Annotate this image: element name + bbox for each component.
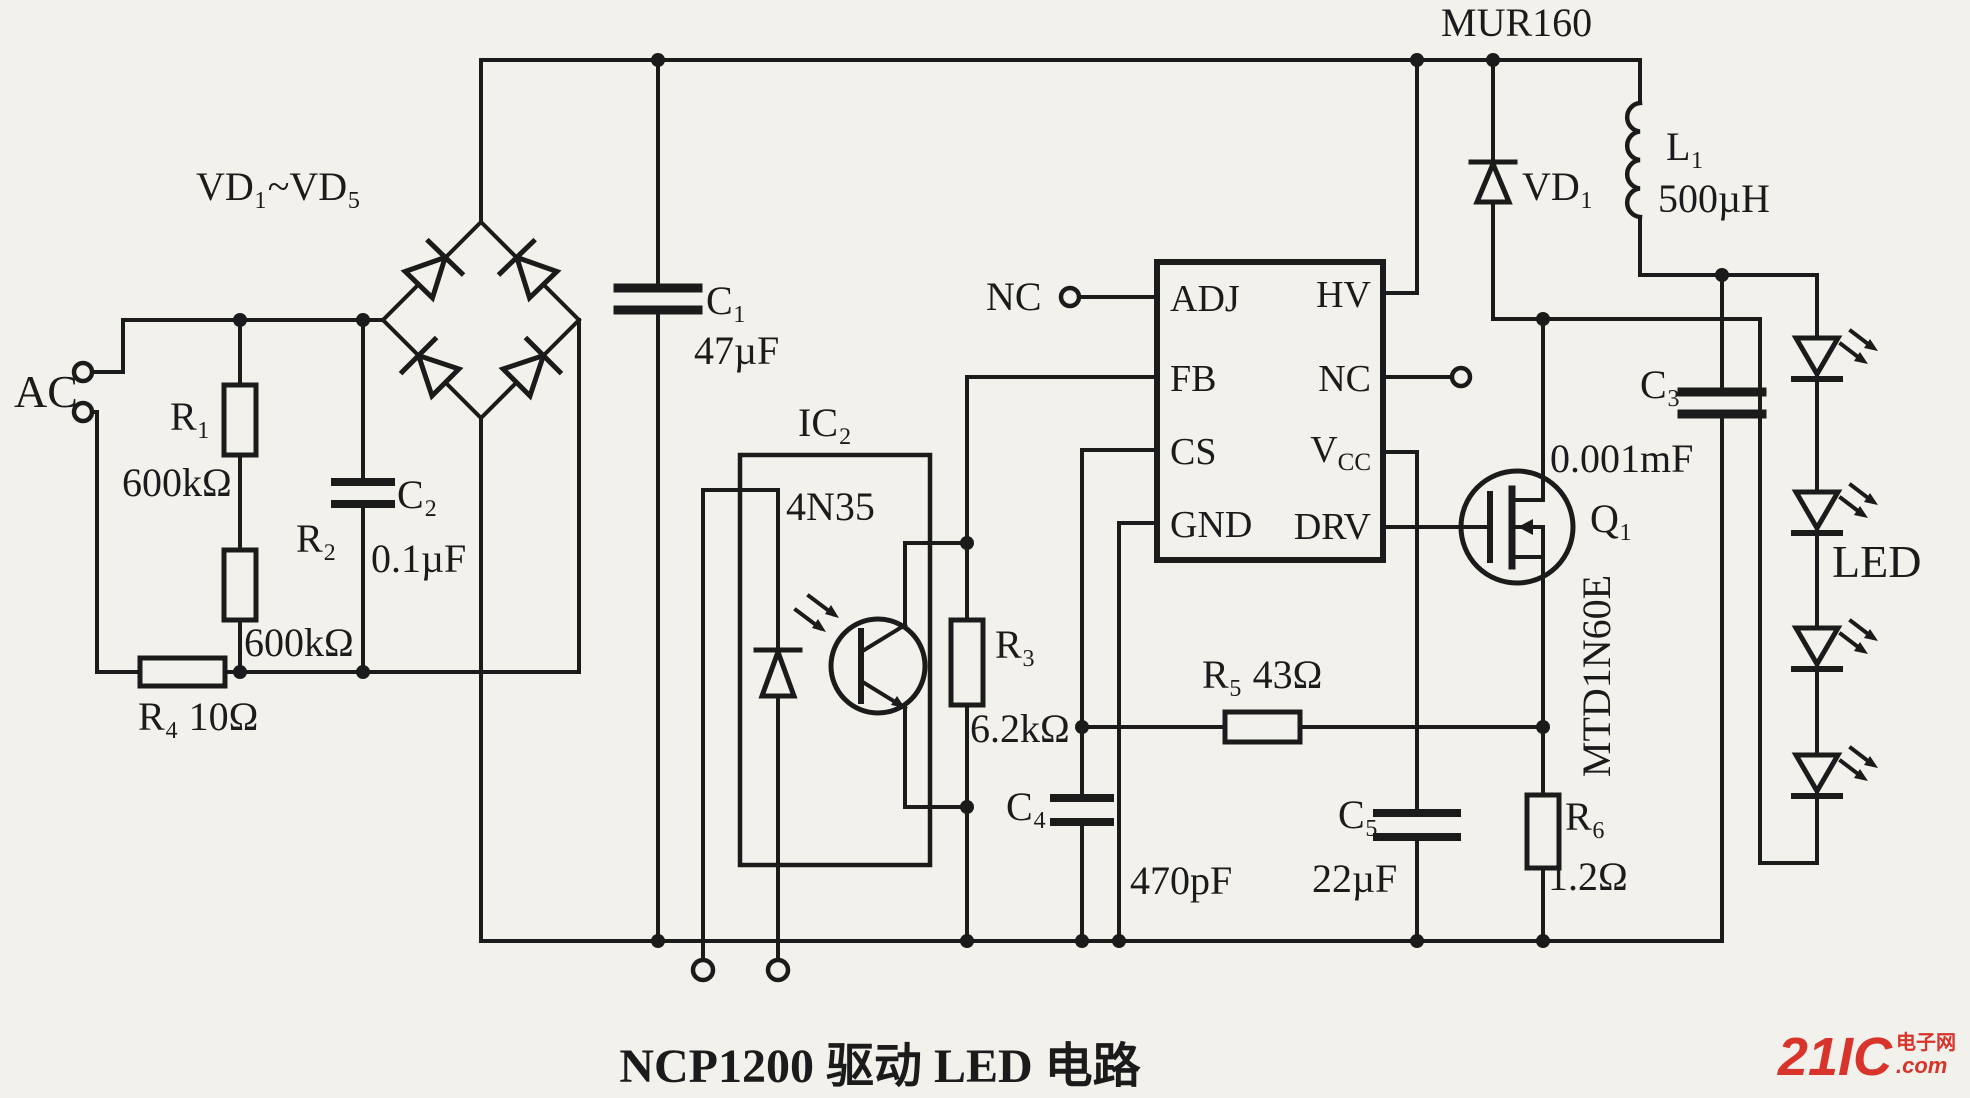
label-r3: R₃ xyxy=(995,622,1036,667)
label-ac: AC xyxy=(14,366,78,417)
label-vd1: VD₁ xyxy=(1522,164,1594,209)
label-r2: R₂ xyxy=(296,516,337,561)
pin-adj: ADJ xyxy=(1170,278,1240,320)
label-r6-value: 1.2Ω xyxy=(1548,854,1628,899)
opto-transistor-icon xyxy=(828,541,969,809)
label-led: LED xyxy=(1832,536,1922,587)
led-icon xyxy=(1791,618,1878,672)
bridge-diode-icon xyxy=(498,335,564,401)
bridge-rectifier xyxy=(380,219,582,421)
optocoupler-ic2 xyxy=(690,452,969,983)
watermark-tag: 电子网 xyxy=(1896,1032,1956,1054)
pin-drv: DRV xyxy=(1293,506,1371,548)
resistor-r1 xyxy=(221,318,259,552)
pin-gnd: GND xyxy=(1170,504,1253,546)
resistor-r6 xyxy=(1524,725,1562,943)
resistor-r2 xyxy=(221,547,259,674)
label-r4: R₄ 10Ω xyxy=(138,694,259,739)
label-c4: C₄ xyxy=(1006,784,1047,829)
label-c4-value: 470pF xyxy=(1130,858,1233,903)
label-c2-value: 0.1µF xyxy=(371,536,467,581)
label-q1: Q₁ xyxy=(1590,496,1633,541)
resistor-r5 xyxy=(1080,709,1545,745)
label-l1: L₁ xyxy=(1666,124,1705,169)
led-icon xyxy=(1791,745,1878,799)
pin-vcc-sub: CC xyxy=(1337,449,1371,476)
capacitor-c2 xyxy=(331,318,395,674)
resistor-r3 xyxy=(948,375,1159,943)
bridge-diode-icon xyxy=(400,237,466,303)
hv-wire xyxy=(1381,58,1419,295)
dc-plus-rail xyxy=(479,58,1642,224)
capacitor-c5 xyxy=(1373,450,1461,943)
ground-rail xyxy=(479,416,1724,943)
label-c2: C₂ xyxy=(397,472,438,517)
mosfet-q1-icon xyxy=(1458,317,1576,729)
pin-nc: NC xyxy=(1318,358,1371,400)
light-arrows-icon xyxy=(793,593,839,632)
pin-fb: FB xyxy=(1170,358,1217,400)
pin-vcc-main: V xyxy=(1310,429,1338,471)
pin-vcc: VCC xyxy=(1255,428,1371,477)
watermark-logo: 21IC 电子网 .com xyxy=(1778,1030,1956,1084)
capacitor-c3 xyxy=(1677,273,1767,943)
label-r1-value: 600kΩ xyxy=(122,460,232,505)
capacitor-c4 xyxy=(1050,448,1159,943)
label-r1: R₁ xyxy=(170,394,211,439)
led-icon xyxy=(1791,482,1878,536)
label-c5: C₅ xyxy=(1338,792,1379,837)
led-string xyxy=(1758,273,1878,865)
label-bridge: VD₁~VD₅ xyxy=(196,164,362,209)
junction-dots xyxy=(233,53,1729,948)
gnd-wire xyxy=(1117,521,1159,943)
watermark-brand: 21IC xyxy=(1777,1027,1892,1087)
diode-vd1-icon xyxy=(1468,58,1762,865)
label-r5: R₅ 43Ω xyxy=(1202,652,1323,697)
bridge-diode-icon xyxy=(496,237,562,303)
label-r3-value: 6.2kΩ xyxy=(970,706,1070,751)
label-r2-value: 600kΩ xyxy=(244,620,354,665)
pin-cs: CS xyxy=(1170,431,1217,473)
controller-ic-ncp1200 xyxy=(1058,259,1473,563)
label-c1-value: 47µF xyxy=(694,328,780,373)
label-q1-part: MTD1N60E xyxy=(1574,574,1619,778)
label-mur160: MUR160 xyxy=(1441,0,1593,45)
pin-hv: HV xyxy=(1316,274,1371,316)
label-c3: C₃ xyxy=(1640,362,1681,407)
label-r6: R₆ xyxy=(1565,794,1606,839)
watermark-domain: .com xyxy=(1896,1053,1948,1078)
bridge-diode-icon xyxy=(398,335,464,401)
label-ic2: IC₂ xyxy=(798,400,852,445)
ac-input-terminals xyxy=(71,318,385,674)
label-c1: C₁ xyxy=(706,278,747,323)
label-c5-value: 22µF xyxy=(1312,856,1398,901)
label-ic2-part: 4N35 xyxy=(786,484,875,529)
capacitor-c1 xyxy=(613,58,703,943)
figure-title: NCP1200 驱动 LED 电路 xyxy=(619,1040,1141,1093)
inductor-l1-icon xyxy=(1624,58,1819,277)
resistor-r4 xyxy=(137,318,581,689)
label-nc-input: NC xyxy=(986,274,1042,319)
opto-led-icon xyxy=(753,644,803,699)
label-c3-value: 0.001mF xyxy=(1550,436,1694,481)
label-l1-value: 500µH xyxy=(1658,176,1770,221)
led-icon xyxy=(1791,328,1878,382)
